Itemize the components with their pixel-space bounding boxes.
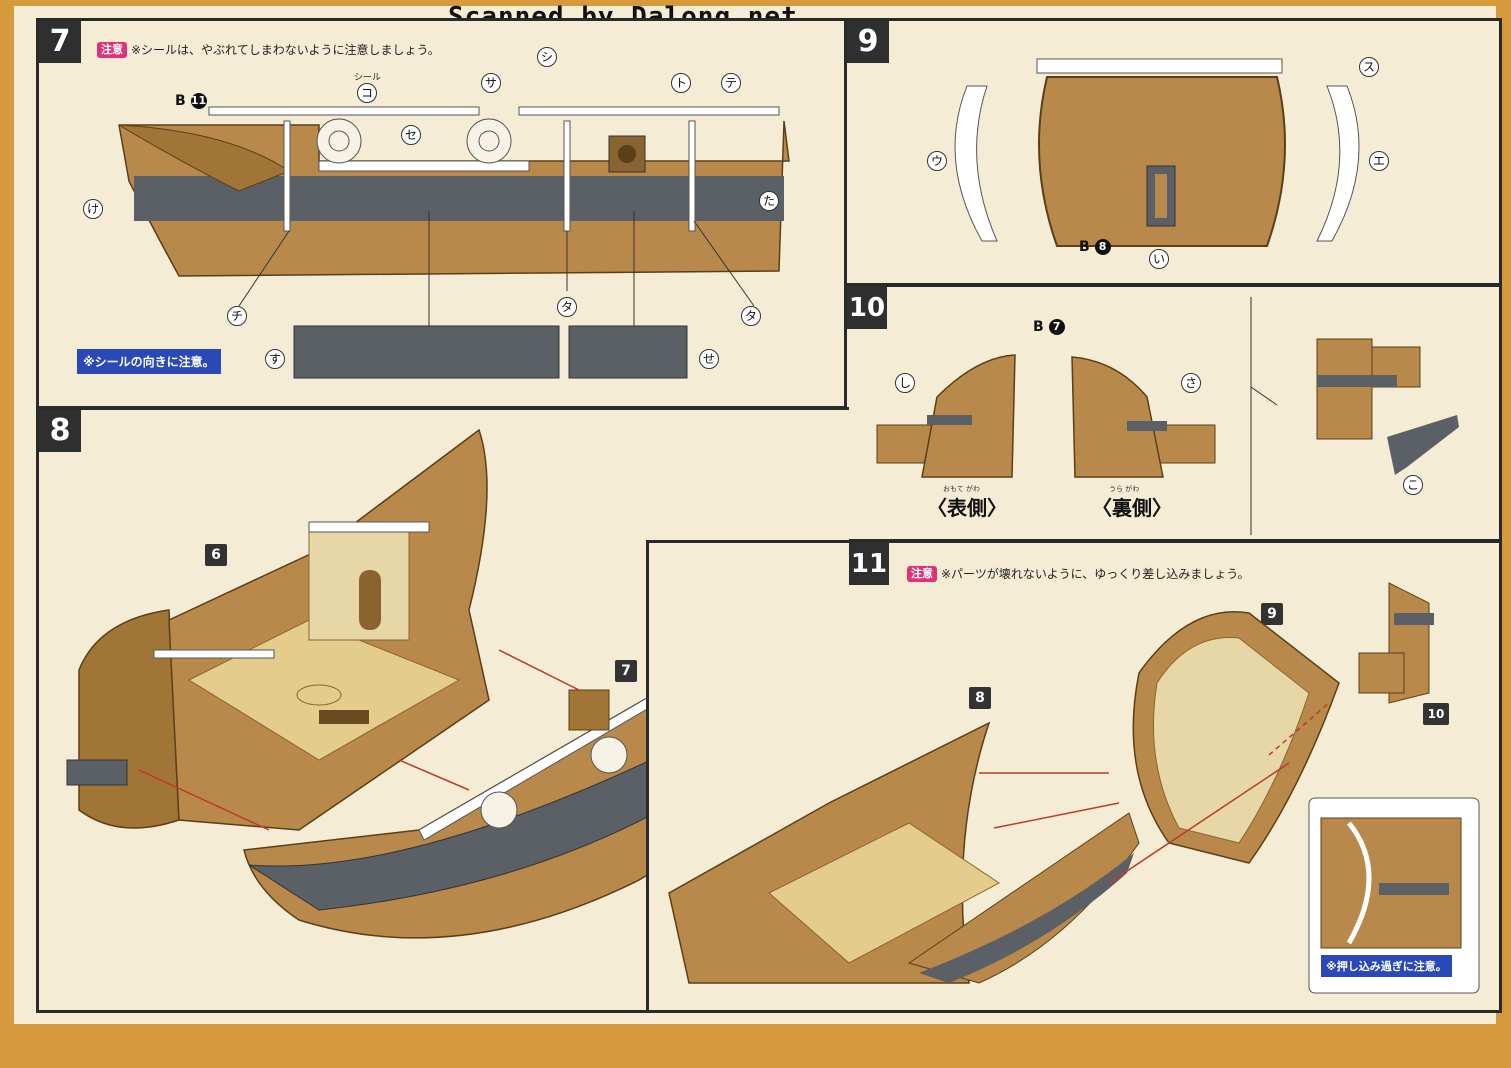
step-9-panel: 9 ス ウ エ い B 8 xyxy=(844,18,1502,286)
step-number: 9 xyxy=(847,21,889,63)
seal-chi: チ xyxy=(227,306,247,326)
part-reference: B 7 xyxy=(1033,319,1065,335)
part-badge-9: 9 xyxy=(1261,603,1283,625)
caution-text: ※シールは、やぶれてしまわないように注意しましょう。 xyxy=(131,43,440,57)
part-badge-10: 10 xyxy=(1423,703,1449,725)
step-11-panel: 11 注意 ※パーツが壊れないように、ゆっくり差し込みましょう。 8 9 10 xyxy=(646,540,1502,1013)
step-7-diagram xyxy=(118,106,790,379)
front-side-label: 〈表側〉 xyxy=(927,496,1007,520)
caution-badge: 注意 xyxy=(907,565,937,582)
orientation-note: ※シールの向きに注意。 xyxy=(77,349,221,374)
seal-u: ウ xyxy=(927,151,947,171)
seal-su: す xyxy=(265,349,285,369)
seal-shi: し xyxy=(895,373,915,393)
step-number: 11 xyxy=(849,543,889,585)
step-number: 8 xyxy=(39,410,81,452)
seal-label: シール xyxy=(354,73,382,83)
caution-note: 注意 ※パーツが壊れないように、ゆっくり差し込みましょう。 xyxy=(907,565,1250,582)
seal-i: い xyxy=(1149,249,1169,269)
seal-ke: け xyxy=(83,199,103,219)
step-10-diagram xyxy=(876,297,1459,535)
front-ruby: おもて がわ xyxy=(943,485,980,493)
part-badge-8: 8 xyxy=(969,687,991,709)
part-letter: B xyxy=(175,93,186,109)
part-badge-6: 6 xyxy=(205,544,227,566)
back-side-label: 〈裏側〉 xyxy=(1092,496,1172,520)
step-number: 10 xyxy=(847,287,887,329)
part-badge-7: 7 xyxy=(615,660,637,682)
caution-badge: 注意 xyxy=(97,41,127,58)
seal-shi: シ xyxy=(537,47,557,67)
part-letter: B xyxy=(1033,319,1044,335)
seal-ta-right: た xyxy=(759,191,779,211)
seal-sa: さ xyxy=(1181,373,1201,393)
step-9-diagram xyxy=(954,58,1360,247)
seal-ta-bottom: タ xyxy=(741,306,761,326)
seal-te: テ xyxy=(721,73,741,93)
push-caution-note: ※押し込み過ぎに注意。 xyxy=(1321,955,1452,977)
part-reference: B 11 xyxy=(175,93,207,109)
part-reference: B 8 xyxy=(1079,239,1111,255)
seal-sa: サ xyxy=(481,73,501,93)
part-letter: B xyxy=(1079,239,1090,255)
part-number-badge: 8 xyxy=(1094,239,1111,255)
seal-ta-center: タ xyxy=(557,297,577,317)
step-10-panel: 10 B 7 し さ こ おもて がわ 〈表側〉 うら がわ 〈裏側〉 xyxy=(844,284,1502,542)
part-number-badge: 7 xyxy=(1048,319,1065,335)
step-8-panel: 8 6 7 xyxy=(36,407,849,1013)
seal-ko: こ xyxy=(1403,475,1423,495)
step-7-panel: 7 注意 ※シールは、やぶれてしまわないように注意しましょう。 B 11 xyxy=(36,18,847,409)
seal-to: ト xyxy=(671,73,691,93)
seal-se: セ xyxy=(401,125,421,145)
seal-ko: コ xyxy=(357,83,377,103)
caution-text: ※パーツが壊れないように、ゆっくり差し込みましょう。 xyxy=(941,567,1250,581)
seal-su: ス xyxy=(1359,57,1379,77)
seal-e: エ xyxy=(1369,151,1389,171)
seal-se-bottom: せ xyxy=(699,349,719,369)
step-number: 7 xyxy=(39,21,81,63)
caution-note: 注意 ※シールは、やぶれてしまわないように注意しましょう。 xyxy=(97,41,440,58)
step-11-diagram xyxy=(668,582,1480,994)
back-ruby: うら がわ xyxy=(1109,485,1140,493)
part-number-badge: 11 xyxy=(190,93,207,109)
